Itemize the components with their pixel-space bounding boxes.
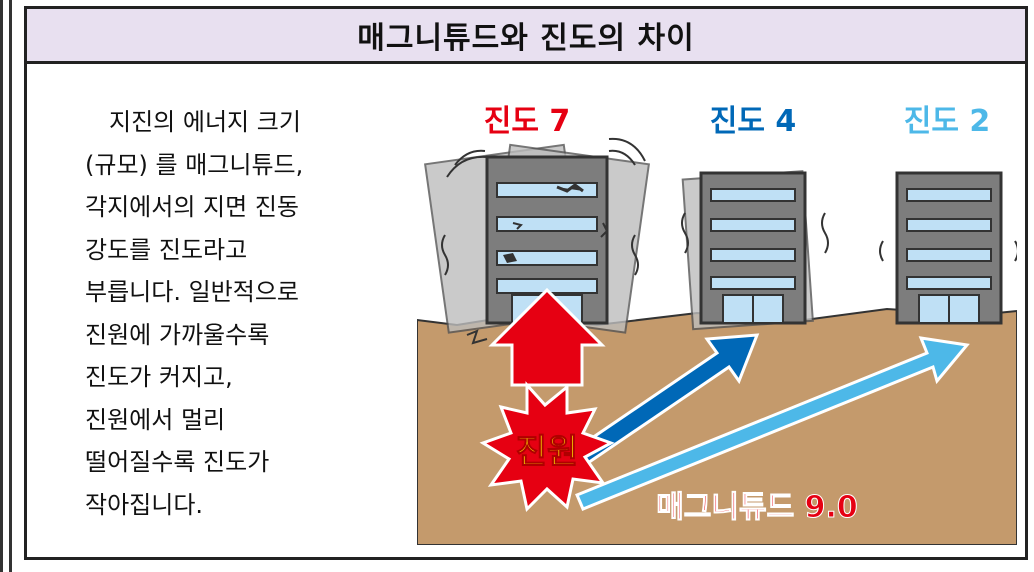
description-text: 지진의 에너지 크기 (규모) 를 매그니튜드, 각지에서의 지면 진동 강도를… (85, 101, 385, 526)
building-window (710, 218, 796, 232)
building-window (906, 188, 992, 202)
title-bar: 매그니튜드와 진도의 차이 (27, 9, 1025, 64)
description-line: 진도가 커지고, (85, 363, 233, 391)
arrow-to-intensity-4 (564, 333, 760, 471)
shake-line (681, 212, 689, 254)
shake-line (1014, 240, 1017, 262)
description-line: 강도를 진도라고 (85, 235, 248, 264)
building-window (906, 248, 992, 262)
building-window (710, 248, 796, 262)
magnitude-label: 매그니튜드 9.0 (656, 490, 858, 525)
description-line: 떨어질수록 진도가 (85, 448, 270, 476)
hypocenter-label: 진원 (516, 432, 579, 472)
description-line: 작아집니다. (85, 490, 204, 519)
building-window (496, 216, 598, 232)
building-window (496, 250, 598, 266)
building-window (710, 276, 796, 290)
window-crack (503, 253, 517, 263)
hypocenter-burst (479, 381, 615, 513)
intensity-label-2: 진도 2 (904, 104, 991, 139)
description-line: (규모) 를 매그니튜드, (85, 150, 304, 179)
building-window (710, 188, 796, 202)
shake-line (631, 234, 639, 276)
arrow-up-to-intensity-7 (488, 287, 606, 387)
wall-crack (600, 222, 609, 238)
intensity-label-4: 진도 4 (710, 104, 797, 139)
infographic-frame: 매그니튜드와 진도의 차이 지진의 에너지 크기 (규모) 를 매그니튜드, 각… (24, 6, 1028, 560)
shake-line (454, 149, 486, 166)
description-line: 부릅니다. 일반적으로 (85, 278, 299, 306)
page-title: 매그니튜드와 진도의 차이 (357, 21, 695, 56)
building-intensity-2 (879, 171, 1017, 325)
building-window (906, 218, 992, 232)
description-line: 각지에서의 지면 진동 (85, 193, 299, 221)
shake-line (608, 137, 646, 162)
shake-line (608, 149, 636, 166)
earthquake-diagram: 진원 진도 7 진도 4 진도 2 매그니튜드 9.0 (417, 104, 1017, 545)
shake-line (446, 155, 488, 178)
left-edge-strip (0, 0, 12, 572)
shake-line (879, 240, 884, 262)
shake-line (821, 212, 829, 254)
description-line: 진원에서 멀리 (85, 405, 226, 434)
building-intensity-4 (681, 170, 829, 331)
arrow-to-intensity-2 (575, 336, 970, 511)
description-line: 지진의 에너지 크기 (85, 108, 301, 136)
wall-crack (512, 222, 523, 230)
intensity-label-7: 진도 7 (484, 104, 571, 139)
shake-line (441, 234, 449, 276)
building-window (906, 276, 992, 290)
window-crack (556, 183, 584, 193)
description-line: 진원에 가까울수록 (85, 320, 270, 349)
